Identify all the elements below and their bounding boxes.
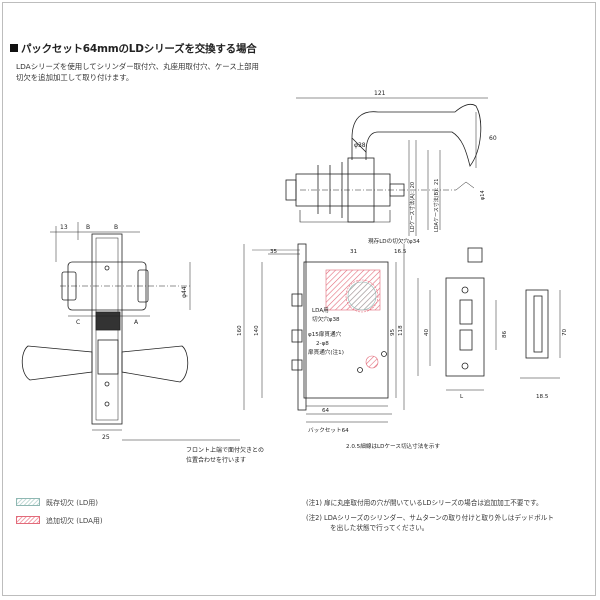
dim-phi14: φ14 bbox=[480, 190, 486, 200]
note-ld-cut: 現存LDの切欠穴φ34 bbox=[368, 237, 420, 245]
strike-view bbox=[417, 277, 561, 391]
dim-140: 140 bbox=[254, 325, 260, 336]
dim-118: 118 bbox=[398, 325, 404, 336]
label-lda-cut-1: LDA用 bbox=[312, 307, 329, 314]
spindle-body bbox=[295, 173, 391, 207]
label-hole-2: 2-φ8 bbox=[316, 341, 329, 347]
dim-l: L bbox=[460, 394, 464, 400]
dim-160: 160 bbox=[237, 325, 243, 336]
top-view bbox=[285, 97, 488, 236]
dim-ld-case-a: LDケース寸法(A)：20 bbox=[409, 182, 416, 232]
intro-line-2: 切欠を追加加工して取り付けます。 bbox=[16, 73, 134, 82]
dim-95: 95 bbox=[390, 328, 396, 336]
note-2-line-1: (注2) LDAシリーズのシリンダー、サムターンの取り付けと取り外しはデッドボル… bbox=[306, 514, 554, 522]
dim-b-right: B bbox=[114, 224, 118, 231]
lever-handle bbox=[351, 104, 482, 167]
dim-31: 31 bbox=[350, 249, 358, 255]
front-caption-2: 位置合わせを行います bbox=[186, 456, 246, 464]
case-view bbox=[243, 243, 483, 423]
dim-40: 40 bbox=[424, 328, 430, 336]
thru-hole-phi15 bbox=[365, 355, 379, 369]
note-2-line-2: を出した状態で行ってください。 bbox=[330, 524, 429, 532]
label-lda-cut-2: 切欠穴φ38 bbox=[312, 315, 340, 323]
legend-existing-label: 既存切欠 (LD用) bbox=[46, 499, 98, 507]
dim-70: 70 bbox=[562, 328, 568, 336]
front-caption-1: フロント上端で面付欠きとの bbox=[186, 446, 264, 454]
label-hole-3: 扉貫通穴(注1) bbox=[308, 348, 344, 356]
cylinder-cut-phi34 bbox=[347, 281, 377, 311]
legend-existing: 既存切欠 (LD用) bbox=[16, 498, 98, 508]
lever-neck bbox=[351, 138, 367, 160]
note-1: (注1) 扉に丸座取付用の穴が開いているLDシリーズの場合は追加加工不要です。 bbox=[306, 499, 543, 507]
strike-plate bbox=[445, 277, 485, 377]
lever-right bbox=[121, 345, 189, 383]
strike-box bbox=[525, 289, 549, 359]
dim-86: 86 bbox=[502, 330, 508, 338]
square-bullet-icon bbox=[10, 44, 18, 52]
hatch-swatch-added bbox=[16, 516, 40, 524]
legend-added-label: 追加切欠 (LDA用) bbox=[46, 517, 103, 525]
backset-label: バックセット64 bbox=[308, 427, 349, 434]
dim-25-front: 25 bbox=[102, 434, 110, 441]
lever-left bbox=[21, 345, 93, 381]
dim-b-left: B bbox=[86, 224, 90, 231]
intro-line-1: LDAシリーズを使用してシリンダー取付穴、丸座用取付穴、ケース上部用 bbox=[16, 62, 259, 71]
case-body bbox=[303, 261, 389, 399]
legend-added: 追加切欠 (LDA用) bbox=[16, 516, 103, 526]
heading-text: パックセット64mmのLDシリーズを交換する場合 bbox=[21, 43, 257, 55]
dim-phi44: φ44 bbox=[181, 286, 188, 298]
front-plate bbox=[91, 233, 123, 425]
hatch-swatch-existing bbox=[16, 498, 40, 506]
note-case-cut: 2.0.5細線はLDケース切込寸法を示す bbox=[346, 442, 441, 450]
dim-35: 35 bbox=[270, 249, 278, 255]
label-hole-1: φ15扉貫通穴 bbox=[308, 330, 342, 338]
faceplate-strip bbox=[297, 243, 307, 411]
dim-lda-case-b: LDAケース寸法(B)：21 bbox=[433, 179, 440, 232]
front-view bbox=[21, 222, 240, 441]
dim-c: C bbox=[76, 319, 80, 326]
dim-121: 121 bbox=[374, 90, 386, 97]
dim-a: A bbox=[134, 319, 139, 326]
cylinder-cut-phi38 bbox=[345, 279, 379, 313]
dim-64: 64 bbox=[322, 408, 330, 414]
dim-16-5: 16.5 bbox=[394, 249, 407, 255]
dim-13: 13 bbox=[60, 224, 68, 231]
dim-phi38: φ38 bbox=[354, 142, 366, 149]
dim-18-5: 18.5 bbox=[536, 394, 549, 400]
section-heading: パックセット64mmのLDシリーズを交換する場合 bbox=[10, 41, 257, 56]
dim-60: 60 bbox=[489, 135, 497, 142]
